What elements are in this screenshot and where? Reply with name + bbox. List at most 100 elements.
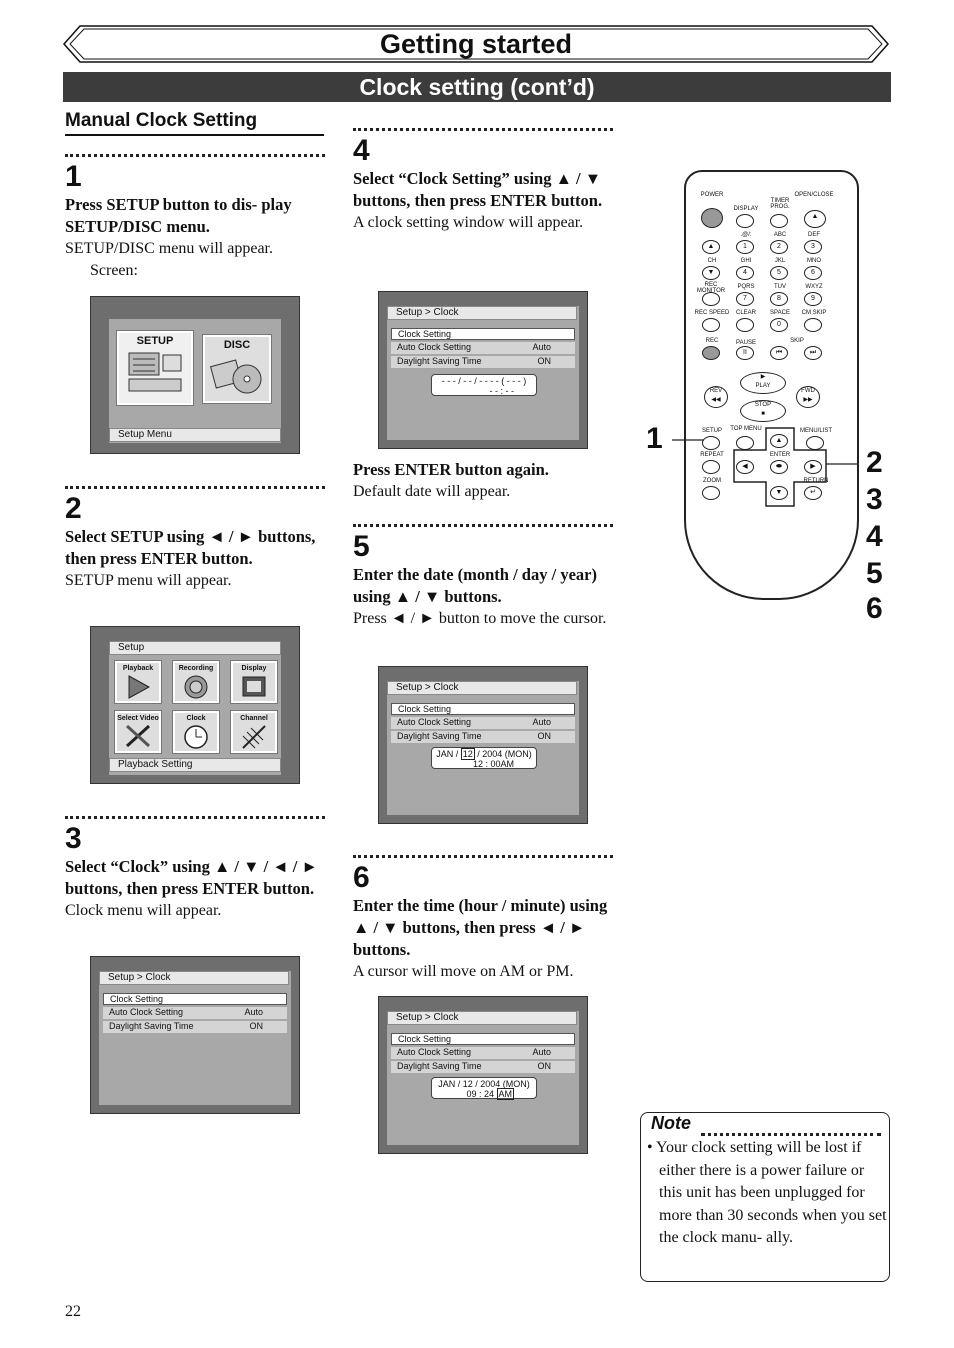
dotted-divider [353,855,613,859]
clock-icon-label: Clock [186,715,206,722]
key-0-button[interactable]: 0 [770,318,788,332]
power-button[interactable] [701,208,723,228]
clock-time: 12 : 00AM [472,759,514,769]
step-instruction: Enter the time (hour / minute) using ▲ /… [353,896,608,959]
screen-breadcrumb: Setup > Clock [99,971,289,985]
clear-button[interactable] [736,318,754,332]
playback-icon: Playback [114,660,162,704]
note-box: Note • Your clock setting will be lost i… [640,1112,890,1282]
enter-button[interactable]: ⬬ [770,460,788,474]
step-4-continued: Press ENTER button again. Default date w… [353,459,613,503]
screen-setup-disc: SETUP DISC Setup Menu [90,296,300,454]
clock-date: - - - / - - / - - - - ( - - - ) [441,376,527,386]
channel-down-button[interactable]: ▼ [702,266,720,280]
skip-forward-button[interactable]: ⏭ [804,346,822,360]
pause-button[interactable]: II [736,346,754,360]
timer-prog-button[interactable] [770,214,788,228]
step-3: 3 Select “Clock” using ▲ / ▼ / ◄ / ► but… [65,816,325,922]
dotted-divider [353,128,613,132]
stop-button[interactable]: STOP■ [740,400,786,422]
zoom-button[interactable] [702,486,720,500]
display-icon: Display [230,660,278,704]
nav-down-button[interactable]: ▼ [770,486,788,500]
callout-6: 6 [866,592,883,625]
setup-button[interactable] [702,436,720,450]
key-7-button[interactable]: 7 [736,292,754,306]
key-2-button[interactable]: 2 [770,240,788,254]
key-6-button[interactable]: 6 [804,266,822,280]
recording-icon: Recording [172,660,220,704]
key-8-button[interactable]: 8 [770,292,788,306]
menu-row-clock-setting: Clock Setting [391,703,575,715]
nav-left-button[interactable]: ◀ [736,460,754,474]
disc-icon: DISC [202,334,272,404]
step-result: SETUP menu will appear. [65,572,232,589]
enter-label: ENTER [769,452,791,458]
step-5: 5 Enter the date (month / day / year) us… [353,524,613,630]
key-5-button[interactable]: 5 [770,266,788,280]
step-2: 2 Select SETUP using ◄ / ► buttons, then… [65,486,325,592]
screen-date-entry: Setup > Clock Clock Setting Auto Clock S… [378,666,588,824]
key-4-button[interactable]: 4 [736,266,754,280]
key3-letters: DEF [808,232,820,238]
repeat-button[interactable] [702,460,720,474]
nav-right-button[interactable]: ▶ [804,460,822,474]
channel-icon-label: Channel [240,715,268,722]
page-subtitle: Clock setting (cont’d) [63,72,891,102]
screen-caption: Playback Setting [109,758,281,772]
rec-speed-button[interactable] [702,318,720,332]
key-9-button[interactable]: 9 [804,292,822,306]
display-button[interactable] [736,214,754,228]
key7-letters: PQRS [737,284,755,290]
top-menu-label: TOP MENU [730,426,762,432]
rev-button[interactable]: REV◀◀ [704,386,728,408]
disc-icon-label: DISC [223,339,251,351]
cm-skip-label: CM SKIP [801,310,827,316]
callout-lines [672,439,858,465]
screen-breadcrumb: Setup > Clock [387,306,577,320]
step-1: 1 Press SETUP button to dis- play SETUP/… [65,154,325,282]
key-3-button[interactable]: 3 [804,240,822,254]
display-icon-label: Display [241,665,267,672]
screen-time-entry: Setup > Clock Clock Setting Auto Clock S… [378,996,588,1154]
step-instruction: Press ENTER button again. [353,460,549,479]
screen-setup-menu: Setup Playback Recording Display Select … [90,626,300,784]
channel-up-button[interactable]: ▲ [702,240,720,254]
clock-time: - - : - - [489,386,515,396]
dotted-divider [65,816,325,820]
key9-letters: WXYZ [805,284,823,290]
callout-5: 5 [866,557,883,590]
rec-monitor-button[interactable] [702,292,720,306]
rec-label: REC [705,338,719,344]
setup-icon-label: SETUP [136,335,174,347]
return-button[interactable]: ↵ [804,486,822,500]
nav-up-button[interactable]: ▲ [770,434,788,448]
step-result: Press ◄ / ► button to move the cursor. [353,610,607,627]
fwd-button[interactable]: FWD▶▶ [796,386,820,408]
key5-letters: JKL [774,258,786,264]
open-close-button[interactable]: ▲ [804,210,826,228]
clear-label: CLEAR [735,310,756,316]
step-number: 6 [353,861,370,894]
step-number: 3 [65,822,82,855]
key6-letters: MNO [807,258,821,264]
page-number: 22 [65,1303,81,1320]
rec-speed-label: REC SPEED [694,310,730,316]
channel-icon: Channel [230,710,278,754]
step-6: 6 Enter the time (hour / minute) using ▲… [353,855,613,983]
menu-row-clock-setting: Clock Setting [103,993,287,1005]
remote-control: POWER DISPLAY TIMER PROG. OPEN/CLOSE ▲ .… [684,170,859,600]
skip-back-button[interactable]: ⏮ [770,346,788,360]
key-1-button[interactable]: 1 [736,240,754,254]
cm-skip-button[interactable] [804,318,822,332]
note-text: • Your clock setting will be lost if eit… [647,1139,887,1246]
play-button[interactable]: ▶PLAY [740,372,786,394]
key4-letters: GHI [740,258,752,264]
section-title: Manual Clock Setting [65,106,324,136]
rec-button[interactable] [702,346,720,360]
